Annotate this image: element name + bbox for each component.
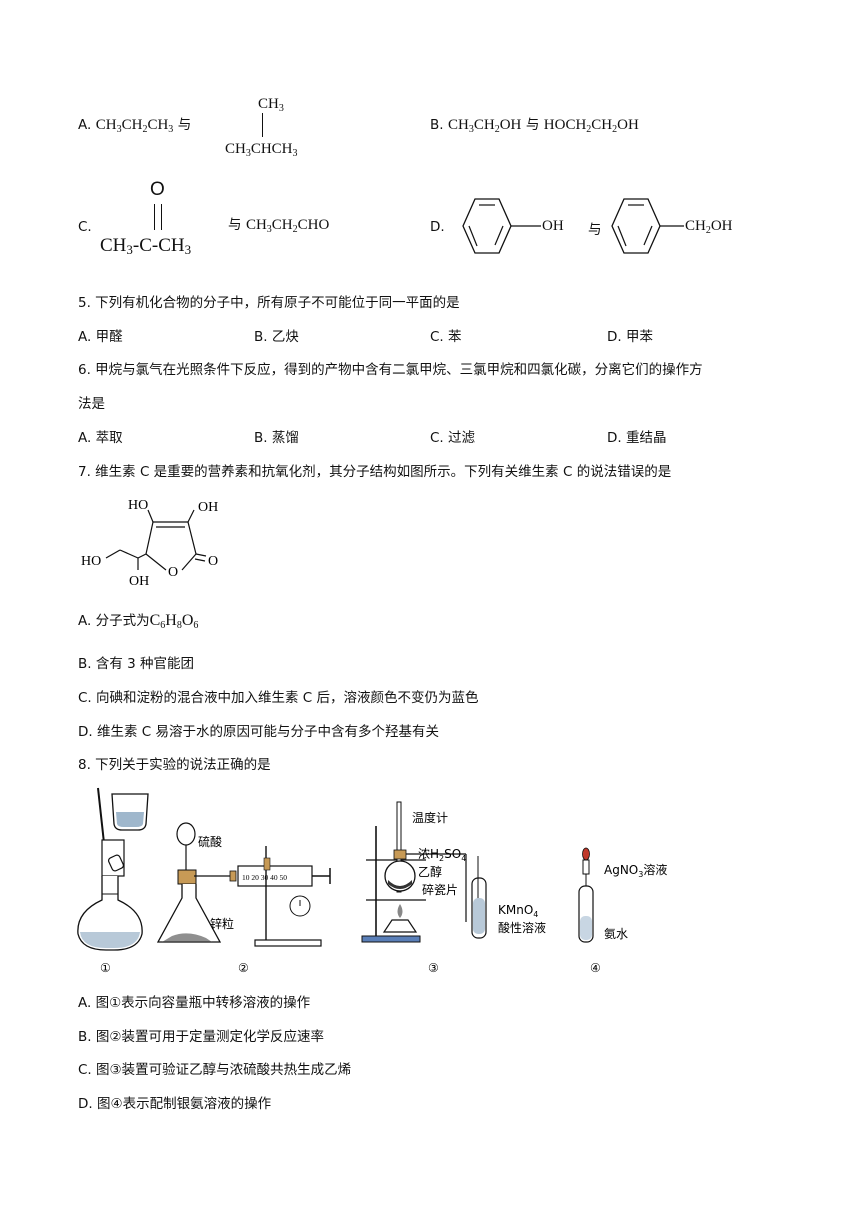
vitc-ho-top: HO [128,498,148,513]
vitc-oh-top: OH [198,500,218,515]
q4-option-a: A. CH3CH2CH3 与 [78,117,192,135]
vitc-ring-o: O [168,565,178,580]
q4-d-group1: OH [542,218,564,234]
q6-stem-line1: 6. 甲烷与氯气在光照条件下反应，得到的产物中含有二氯甲烷、三氯甲烷和四氯化碳，… [78,362,703,378]
q4-option-b: B. CH3CH2OH 与 HOCH2CH2OH [430,117,639,135]
q4-a-branch-top: CH3 [258,96,284,114]
q5-option-c: C. 苯 [430,329,462,345]
fig3-acidic-solution-label: 酸性溶液 [498,920,546,935]
q4-a-formula: CH3CH2CH3 [95,117,174,135]
q4-c-ketone-chain: CH3-C-CH3 [100,235,192,257]
q7-stem: 7. 维生素 C 是重要的营养素和抗氧化剂，其分子结构如图所示。下列有关维生素 … [78,464,672,480]
vitc-oh-bottom: OH [129,574,149,589]
fig3-ethylene-apparatus [361,801,487,943]
q4-a-branch-bottom: CH3CHCH3 [225,141,298,159]
fig-label-2: ② [238,961,249,975]
fig3-porcelain-label: 碎瓷片 [422,882,458,897]
q7-option-c: C. 向碘和淀粉的混合液中加入维生素 C 后，溶液颜色不变仍为蓝色 [78,690,479,706]
q6-option-a: A. 萃取 [78,430,123,446]
q4-c-rest: 与 CH3CH2CHO [228,217,330,235]
q7-option-d: D. 维生素 C 易溶于水的原因可能与分子中含有多个羟基有关 [78,724,439,740]
q4-d-benzyl-structure [611,198,684,254]
q6-option-c: C. 过滤 [430,430,476,446]
q5-stem: 5. 下列有机化合物的分子中，所有原子不可能位于同一平面的是 [78,295,460,311]
q4-d-phenol-structure [462,198,541,254]
q8-option-a: A. 图①表示向容量瓶中转移溶液的操作 [78,995,311,1011]
fig2-zinc-label: 锌粒 [210,916,234,931]
q7-option-a: A. 分子式为C6H8O6 [78,612,199,631]
fig3-thermometer-label: 温度计 [412,810,448,825]
q4-d-letter: D. [430,219,445,235]
fig-label-4: ④ [590,961,601,975]
q6-stem-line2: 法是 [78,396,105,412]
fig4-silver-ammonia [578,847,594,943]
q4-a-branch-bond [262,113,263,137]
q5-option-d: D. 甲苯 [607,329,653,345]
q6-option-d: D. 重结晶 [607,430,667,446]
q8-stem: 8. 下列关于实验的说法正确的是 [78,757,271,773]
q7-option-a-formula: C6H8O6 [149,612,199,631]
q4-c-formula2: CH3CH2CHO [245,217,330,235]
q4-b-formula2: HOCH2CH2OH [543,117,639,135]
q4-c-letter: C. [78,219,92,235]
fig4-agno3-label: AgNO3溶液 [604,862,667,879]
fig4-ammonia-label: 氨水 [604,927,628,941]
q4-d-connector: 与 [588,222,602,238]
q8-option-d: D. 图④表示配制银氨溶液的操作 [78,1096,272,1112]
fig3-ethanol-label: 乙醇 [418,864,442,879]
q8-apparatus-figure: ① 硫酸 锌粒 10 20 30 40 50 ② [77,787,667,975]
fig3-conc-h2so4-label: 浓H2SO4 [418,847,466,863]
q4-d-group2: CH2OH [685,218,733,236]
fig-label-1: ① [100,961,111,975]
q5-option-b: B. 乙炔 [254,329,299,345]
vitamin-c-structure: HO OH HO OH O O [81,498,218,589]
fig2-syringe-scale: 10 20 30 40 50 [242,873,287,882]
fig3-kmno4-label: KMnO4 [498,903,538,919]
fig1-volumetric-flask [77,787,149,951]
vitc-ho-left: HO [81,554,101,569]
q4-c-double-bond [154,204,162,230]
fig2-sulfuric-acid-label: 硫酸 [198,834,222,849]
q7-option-b: B. 含有 3 种官能团 [78,656,195,672]
q4-b-formula1: CH3CH2OH [448,117,522,135]
fig2-rate-apparatus [156,822,331,947]
q4-c-ketone-o: O [150,179,165,200]
q6-option-b: B. 蒸馏 [254,430,299,446]
q8-option-b: B. 图②装置可用于定量测定化学反应速率 [78,1029,324,1045]
q8-option-c: C. 图③装置可验证乙醇与浓硫酸共热生成乙烯 [78,1062,352,1078]
vitc-carbonyl-o: O [208,554,218,569]
q5-option-a: A. 甲醛 [78,329,123,345]
fig-label-3: ③ [428,961,439,975]
